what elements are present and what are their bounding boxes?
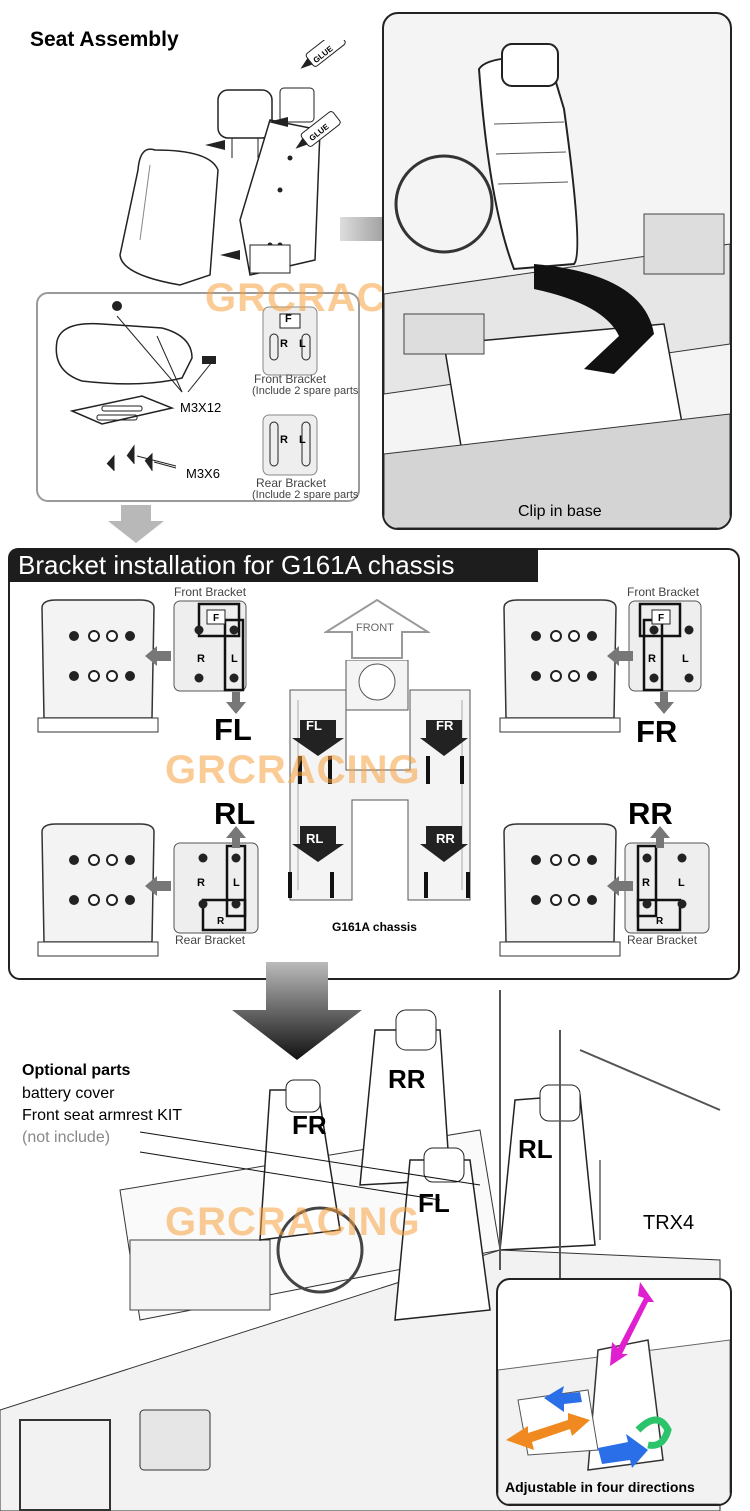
chassis-rl-label: RL — [306, 831, 324, 846]
fore-aft-arrow-icon — [506, 1413, 590, 1450]
watermark: GRCRACING — [165, 1200, 421, 1244]
svg-text:R: R — [197, 877, 205, 889]
position-label-fl: FL — [214, 712, 252, 747]
seat-back-part — [119, 148, 219, 286]
svg-text:R: R — [642, 877, 650, 889]
down-arrow-icon — [232, 962, 362, 1060]
clip-in-caption: Clip in base — [518, 503, 602, 520]
svg-text:R: R — [197, 653, 205, 665]
final-assembly-drawing — [0, 990, 721, 1511]
bracket-letter-f: F — [285, 313, 292, 325]
seat-label-fl: FL — [418, 1188, 450, 1218]
front-bracket-label-right: Front Bracket — [627, 585, 700, 599]
position-label-fr: FR — [636, 714, 678, 749]
front-bracket-icon — [262, 306, 318, 376]
right-arrow-icon — [598, 1434, 648, 1468]
position-label-rl: RL — [214, 796, 256, 831]
seat-label-rr: RR — [388, 1064, 426, 1094]
chassis-fl-label: FL — [306, 718, 322, 733]
seat-on-chassis-drawing — [384, 43, 730, 528]
rear-bracket-icon — [262, 414, 318, 476]
front-bracket-detail-fl: F R L — [173, 600, 247, 692]
seat-label-fr: FR — [292, 1110, 327, 1140]
optional-item-armrest-kit: Front seat armrest KIT — [22, 1107, 183, 1124]
cushion-base-drawing — [55, 301, 216, 471]
seat-back-rr — [499, 823, 621, 957]
front-bracket-note: (Include 2 spare parts — [252, 385, 359, 397]
seat-adjust-drawing — [498, 1282, 730, 1504]
watermark: GRCRACING — [165, 748, 421, 792]
up-arrow-icon — [650, 826, 670, 848]
up-down-arrow-icon — [610, 1282, 654, 1366]
page-title: Seat Assembly — [30, 28, 179, 51]
clip-in-panel — [382, 12, 732, 530]
svg-text:F: F — [213, 613, 219, 624]
bracket-letter-r: R — [280, 434, 288, 446]
left-arrow-icon — [145, 876, 171, 896]
svg-text:L: L — [682, 653, 689, 665]
seat-exploded-drawing — [119, 40, 346, 286]
bracket-section-title: Bracket installation for G161A chassis — [8, 548, 538, 582]
seat-back-fr — [499, 599, 621, 733]
svg-text:L: L — [231, 653, 238, 665]
not-included-note: (not include) — [22, 1129, 111, 1146]
left-arrow-icon — [544, 1386, 582, 1412]
rear-bracket-note: (Include 2 spare parts — [252, 489, 359, 501]
rear-bracket-detail-rl: R L R — [173, 842, 259, 934]
front-bracket-detail-fr: F R L — [628, 600, 702, 692]
rear-bracket-label-left: Rear Bracket — [175, 933, 246, 947]
front-direction-arrow — [324, 598, 430, 659]
down-arrow-icon — [226, 692, 246, 714]
front-bracket-label-left: Front Bracket — [174, 585, 247, 599]
glue-bottle-icon — [300, 40, 346, 69]
front-bracket-label: Front Bracket — [254, 372, 327, 386]
adjustment-inset — [496, 1278, 732, 1506]
down-arrow-icon — [108, 505, 164, 543]
chassis-fr-label: FR — [436, 718, 454, 733]
rear-bracket-label-right: Rear Bracket — [627, 933, 698, 947]
seat-label-rl: RL — [518, 1134, 553, 1164]
glue-bottle-icon — [295, 111, 341, 149]
seat-back-rl — [37, 823, 159, 957]
svg-text:F: F — [658, 613, 664, 624]
bracket-letter-l: L — [299, 434, 306, 446]
svg-text:R: R — [656, 916, 664, 927]
screw-label-m3x6: M3X6 — [186, 466, 220, 481]
left-arrow-icon — [607, 646, 633, 666]
left-arrow-icon — [607, 876, 633, 896]
down-arrow-icon — [654, 692, 674, 714]
vehicle-label: TRX4 — [643, 1212, 695, 1234]
rear-bracket-detail-rr: R L R — [624, 842, 710, 934]
svg-text:R: R — [648, 653, 656, 665]
chassis-drawing — [288, 660, 471, 901]
chassis-label: G161A chassis — [332, 920, 417, 934]
inset-caption: Adjustable in four directions — [505, 1479, 695, 1495]
rotate-arrow-icon — [635, 1416, 672, 1449]
seat-back-fl — [37, 599, 159, 733]
bracket-letter-r: R — [280, 338, 288, 350]
svg-text:R: R — [217, 916, 225, 927]
rear-bracket-label: Rear Bracket — [256, 476, 327, 490]
bracket-letter-l: L — [299, 338, 306, 350]
chassis-rr-label: RR — [436, 831, 455, 846]
headrest-part — [217, 89, 273, 139]
svg-text:L: L — [233, 877, 240, 889]
position-label-rr: RR — [628, 796, 673, 831]
screw-label-m3x12: M3X12 — [180, 400, 222, 415]
optional-parts-title: Optional parts — [22, 1062, 131, 1079]
up-arrow-icon — [226, 826, 246, 848]
svg-text:L: L — [678, 877, 685, 889]
optional-item-battery-cover: battery cover — [22, 1085, 115, 1102]
left-arrow-icon — [145, 646, 171, 666]
front-arrow-label: FRONT — [356, 622, 394, 634]
